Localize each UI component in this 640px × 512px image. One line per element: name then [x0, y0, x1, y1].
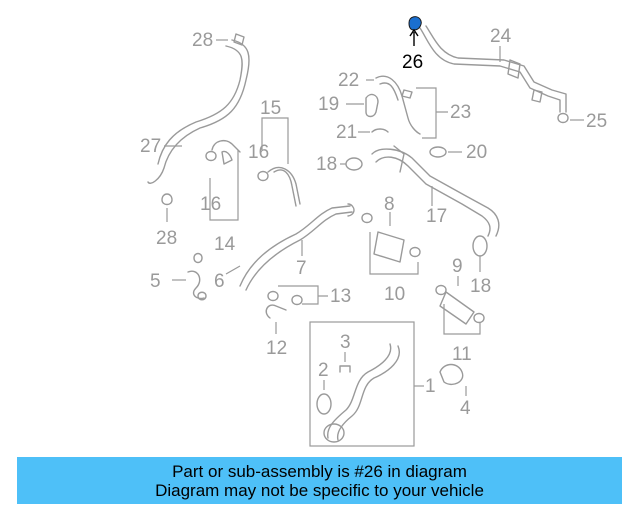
label-12: 12 [266, 338, 287, 359]
parts-diagram: 1 2 3 4 5 6 7 8 9 10 11 12 13 14 15 16 1… [140, 16, 607, 447]
leader-14 [209, 150, 239, 221]
part-2-oring[interactable] [316, 393, 332, 415]
info-banner: Part or sub-assembly is #26 in diagram D… [17, 457, 622, 504]
leader-11 [443, 304, 481, 335]
part-22-hose[interactable] [375, 75, 421, 135]
label-26: 26 [402, 52, 423, 73]
label-21: 21 [336, 122, 357, 143]
label-7: 7 [296, 258, 307, 279]
part-20-clamp[interactable] [429, 146, 447, 158]
part-17-pipe[interactable] [371, 145, 500, 237]
label-28-upper: 28 [192, 30, 213, 51]
part-3-clip[interactable] [339, 365, 351, 373]
label-18-upper: 18 [316, 154, 337, 175]
label-11: 11 [452, 344, 472, 365]
part-5-clamp[interactable] [187, 252, 207, 301]
label-18-lower: 18 [470, 276, 491, 297]
part-1-hose[interactable] [323, 343, 400, 443]
label-16-left: 16 [200, 194, 221, 215]
label-2: 2 [318, 360, 329, 381]
leader-6 [225, 265, 241, 275]
label-25: 25 [586, 111, 607, 132]
label-27: 27 [140, 136, 161, 157]
label-17: 17 [426, 206, 447, 227]
leader-10 [369, 232, 419, 275]
part-21-clip[interactable] [371, 128, 389, 133]
part-13-clamps[interactable] [291, 294, 303, 306]
label-3: 3 [340, 332, 351, 353]
label-1: 1 [425, 376, 436, 397]
label-14: 14 [214, 234, 236, 255]
leader-13 [278, 285, 328, 305]
label-8: 8 [384, 194, 395, 215]
part-1-box [309, 321, 415, 447]
label-16-right: 16 [248, 142, 269, 163]
label-20: 20 [466, 142, 487, 163]
part-8-hose[interactable] [361, 212, 421, 263]
label-5: 5 [150, 271, 161, 292]
part-19-valve[interactable] [365, 93, 379, 118]
banner-line-2: Diagram may not be specific to your vehi… [155, 480, 484, 500]
label-4: 4 [460, 398, 471, 419]
label-10: 10 [384, 284, 405, 305]
label-13: 13 [330, 286, 351, 307]
part-26-highlighted[interactable] [408, 16, 422, 31]
banner-line-1: Part or sub-assembly is #26 in diagram [172, 461, 467, 481]
part-12-hose[interactable] [265, 290, 287, 319]
part-4-clamp[interactable] [439, 363, 464, 386]
label-15: 15 [260, 98, 281, 119]
part-18-oring-upper[interactable] [345, 157, 363, 171]
part-25-clamp[interactable] [557, 112, 569, 124]
leader-23 [416, 87, 448, 139]
part-18-oring-lower[interactable] [472, 235, 488, 257]
part-27-pipe[interactable] [147, 33, 250, 184]
part-9-hose[interactable] [435, 284, 485, 325]
part-16-hose-right[interactable] [257, 166, 301, 207]
leader-15 [261, 117, 289, 164]
label-19: 19 [318, 94, 339, 115]
label-23: 23 [450, 102, 471, 123]
leader-26 [409, 28, 419, 46]
label-22: 22 [338, 70, 359, 91]
part-16-hose-left[interactable] [205, 139, 241, 165]
label-24: 24 [490, 26, 512, 47]
part-7-pipe[interactable] [239, 203, 355, 291]
label-6: 6 [214, 271, 225, 292]
part-24-pipe[interactable] [419, 25, 567, 113]
label-28-lower: 28 [156, 228, 177, 249]
label-9: 9 [452, 256, 463, 277]
part-28-clamp-lower[interactable] [161, 193, 173, 222]
